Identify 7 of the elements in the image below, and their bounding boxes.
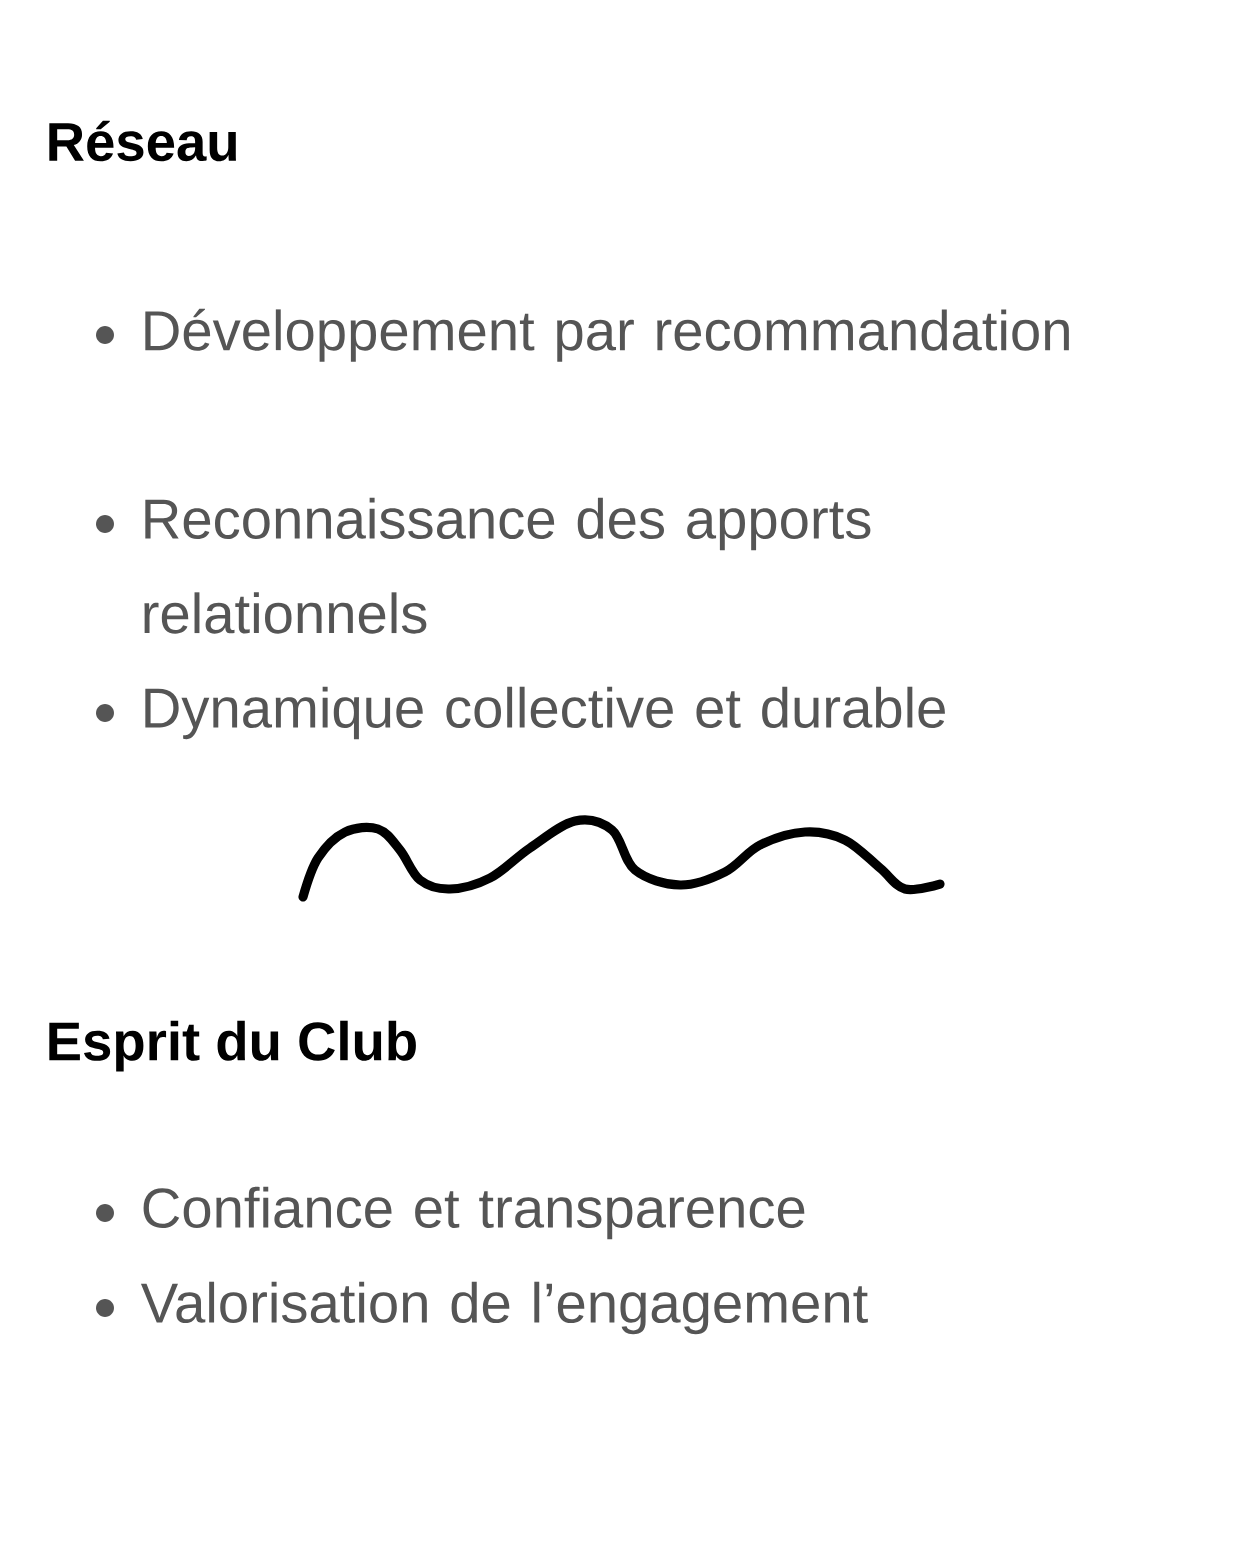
list-item: Développement par recommandation: [145, 308, 1069, 362]
list-item: Dynamique collective et durable: [145, 686, 945, 740]
list-item: Valorisation de l’engagement: [140, 1281, 868, 1335]
list-item: Confiance et transparence: [143, 1186, 805, 1240]
section-heading: Réseau: [49, 120, 236, 162]
list-item: Reconnaissance des apports relationnels: [144, 497, 871, 634]
section-heading: Esprit du Club: [49, 1020, 416, 1072]
